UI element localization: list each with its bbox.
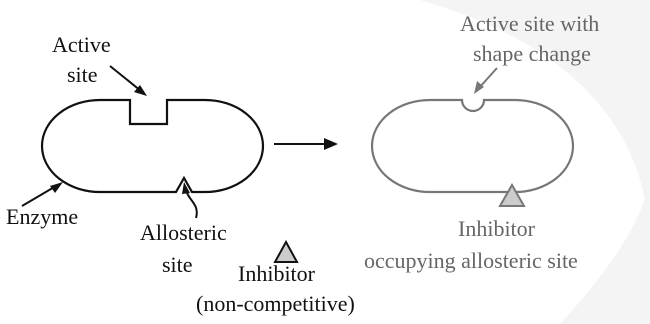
changed-active-site-pointer [474,67,498,94]
enzyme-after [370,98,575,194]
enzyme-before [40,98,265,194]
active-site-pointer [109,65,147,96]
active-site-label-line2: site [67,62,98,87]
transition-arrow [274,138,338,150]
bound-inhibitor-label-line2: occupying allosteric site [364,248,578,273]
enzyme-label: Enzyme [6,204,78,229]
free-inhibitor-label-line1: Inhibitor [238,261,316,286]
enzyme-pointer [21,182,63,207]
allosteric-site-label-line1: Allosteric [140,220,227,245]
allosteric-site-pointer [182,182,198,219]
free-inhibitor-triangle [273,239,299,263]
changed-active-site-label-line1: Active site with [460,11,599,36]
enzyme-outline [40,98,265,194]
background-watermark [420,0,650,324]
free-inhibitor-label-line2: (non-competitive) [196,291,355,316]
bound-inhibitor-label-line1: Inhibitor [458,216,536,241]
changed-active-site-label-line2: shape change [473,41,591,66]
active-site-label-line1: Active [52,32,111,57]
bound-inhibitor-triangle [498,182,526,207]
allosteric-site-label-line2: site [162,252,193,277]
enzyme-after-outline [370,98,575,194]
